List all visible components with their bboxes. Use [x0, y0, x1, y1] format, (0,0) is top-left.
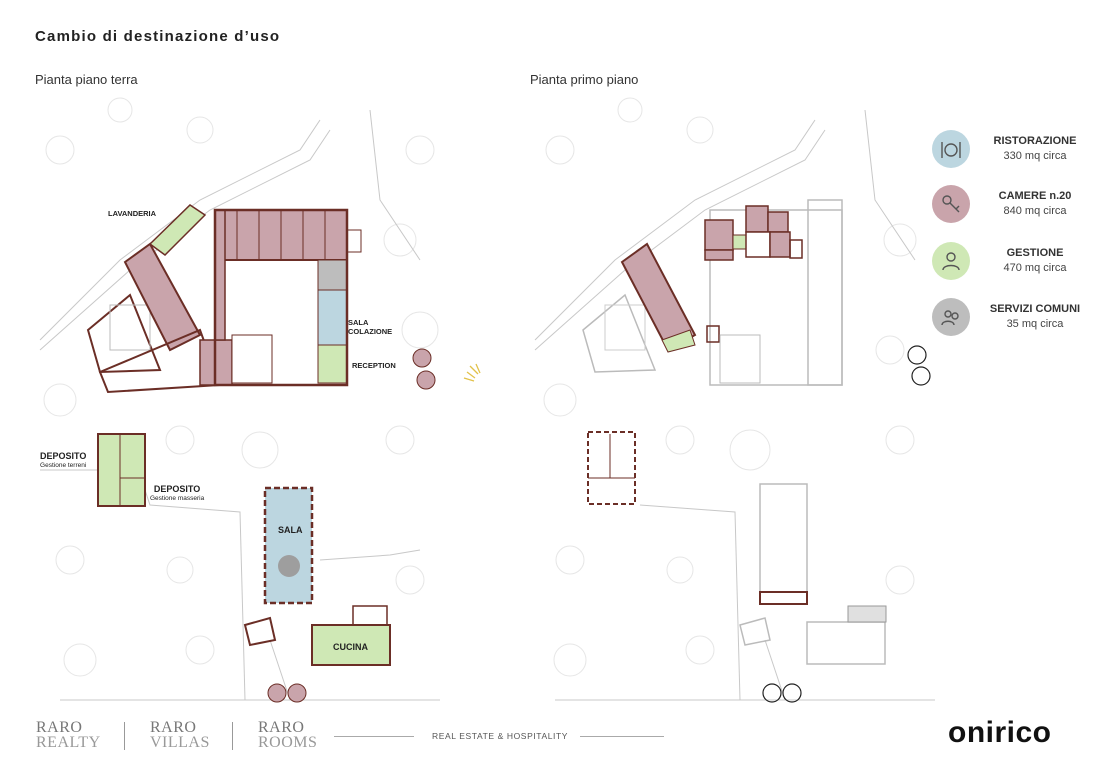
- cutlery-icon: [932, 130, 970, 168]
- legend-item-camere: CAMERE n.20 840 mq circa: [932, 185, 1092, 229]
- legend-subtitle: 840 mq circa: [1003, 205, 1067, 217]
- legend-title: RISTORAZIONE: [993, 135, 1077, 147]
- first-floor-building: [582, 199, 931, 703]
- ground-floor-title: Pianta piano terra: [35, 72, 138, 87]
- legend-item-gestione: GESTIONE 470 mq circa: [932, 242, 1092, 286]
- raro-rooms-logo-line1: RARO: [258, 719, 305, 736]
- label-deposito-terreni-sub: Gestione terreni: [40, 462, 87, 469]
- tree-background: [43, 97, 917, 677]
- keys-icon: [932, 185, 970, 223]
- raro-realty-logo-line1: RARO: [36, 719, 83, 736]
- label-deposito-masseria-title: DEPOSITO: [153, 484, 201, 494]
- tagline: REAL ESTATE & HOSPITALITY: [432, 731, 569, 741]
- legend-title: GESTIONE: [1006, 247, 1064, 259]
- ground-floor-outbuildings: [97, 348, 436, 703]
- raro-realty-logo-line2: REALTY: [36, 734, 101, 751]
- raro-villas-logo-line2: VILLAS: [150, 734, 210, 751]
- legend-subtitle: 35 mq circa: [1006, 318, 1064, 330]
- label-cucina: CUCINA: [333, 642, 368, 652]
- page-title: Cambio di destinazione d’uso: [35, 28, 281, 45]
- raro-rooms-logo-line2: ROOMS: [258, 734, 318, 751]
- tagline-rule-left: [334, 736, 414, 737]
- legend-item-servizi-comuni: SERVIZI COMUNI 35 mq circa: [932, 298, 1092, 342]
- label-deposito-masseria-sub: Gestione masseria: [150, 495, 205, 502]
- footer-divider: [124, 722, 125, 750]
- legend-title: CAMERE n.20: [998, 190, 1072, 202]
- label-sala-colazione-line2: COLAZIONE: [348, 327, 393, 336]
- label-deposito-terreni-title: DEPOSITO: [40, 451, 87, 461]
- label-sala: SALA: [278, 525, 303, 535]
- legend-subtitle: 330 mq circa: [1003, 150, 1067, 162]
- label-sala-colazione-line1: SALA: [348, 318, 369, 327]
- label-sala-colazione: SALA COLAZIONE: [348, 318, 392, 336]
- legend-item-ristorazione: RISTORAZIONE 330 mq circa: [932, 130, 1092, 174]
- legend-subtitle: 470 mq circa: [1003, 262, 1067, 274]
- legend-title: SERVIZI COMUNI: [989, 303, 1081, 315]
- north-sun-icon: [463, 363, 481, 382]
- tagline-rule-right: [580, 736, 664, 737]
- ground-floor-building: [86, 204, 362, 394]
- raro-villas-logo-line1: RARO: [150, 719, 197, 736]
- onirico-logo: onirico: [948, 716, 1052, 749]
- label-reception: RECEPTION: [352, 361, 396, 370]
- label-deposito-masseria: DEPOSITO Gestione masseria: [150, 485, 204, 503]
- first-floor-title: Pianta primo piano: [530, 72, 639, 87]
- site-outline-first: [534, 109, 935, 701]
- site-outline-ground: [39, 109, 440, 701]
- label-lavanderia: LAVANDERIA: [108, 209, 157, 218]
- raro-rooms-logo: RARO ROOMS: [258, 719, 318, 751]
- raro-realty-logo: RARO REALTY: [36, 719, 101, 751]
- footer-divider: [232, 722, 233, 750]
- raro-villas-logo: RARO VILLAS: [150, 719, 210, 751]
- label-deposito-terreni: DEPOSITO Gestione terreni: [40, 452, 86, 470]
- person-icon: [932, 242, 970, 280]
- group-icon: [932, 298, 970, 336]
